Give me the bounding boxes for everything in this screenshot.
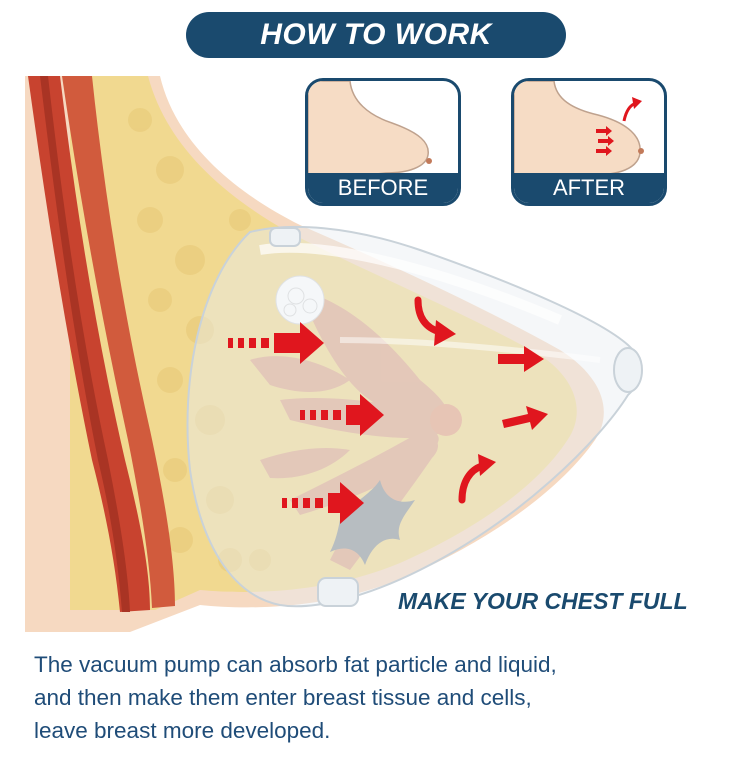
- description: The vacuum pump can absorb fat particle …: [34, 648, 734, 747]
- description-line: and then make them enter breast tissue a…: [34, 685, 532, 710]
- breast-side-profile-icon: [308, 81, 432, 177]
- description-line: The vacuum pump can absorb fat particle …: [34, 652, 557, 677]
- before-label: BEFORE: [308, 173, 458, 203]
- tagline: MAKE YOUR CHEST FULL: [398, 588, 688, 614]
- vacuum-cup-image: [186, 225, 642, 608]
- red-arrow-icon: [498, 346, 548, 430]
- curved-red-arrow-icon: [458, 462, 486, 504]
- page-title: HOW TO WORK: [186, 12, 566, 58]
- red-arrow-icon: [228, 322, 324, 364]
- red-arrow-icon: [282, 482, 364, 524]
- breast-side-profile-icon: [514, 81, 644, 177]
- after-card: AFTER: [511, 78, 667, 206]
- description-line: leave breast more developed.: [34, 718, 331, 743]
- before-card: BEFORE: [305, 78, 461, 206]
- after-label: AFTER: [514, 173, 664, 203]
- red-arrow-icon: [300, 394, 384, 436]
